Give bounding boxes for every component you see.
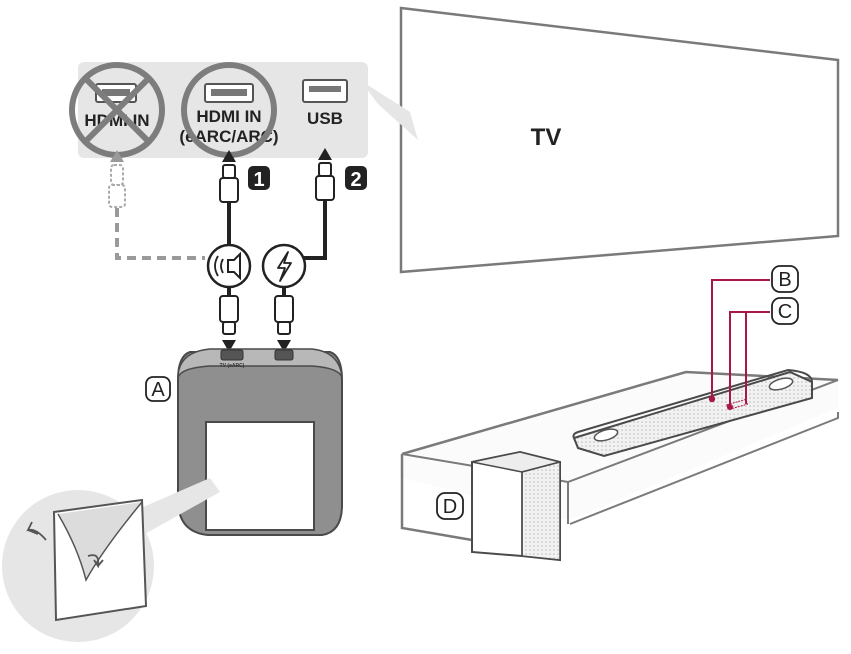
callout-b-label: B <box>778 269 791 291</box>
hdmi-earc-label-line2: (eARC/ARC) <box>179 127 278 146</box>
arrow-down-icon <box>277 340 291 352</box>
peel-arrow-icon <box>26 521 47 541</box>
sticker-peel-magnifier <box>2 478 220 642</box>
callout-c-badge <box>771 297 799 325</box>
incorrect-cable-dashed <box>108 150 205 260</box>
step-2-badge: 2 <box>345 166 367 191</box>
panel-pointer <box>360 80 418 140</box>
power-bolt-icon <box>261 243 307 289</box>
callout-b-badge <box>771 265 799 293</box>
tv-port-panel: HDMI IN HDMI IN (eARC/ARC) USB <box>69 62 418 158</box>
callout-a-label: A <box>151 379 165 401</box>
tv-label: TV <box>531 124 562 151</box>
step-2-number: 2 <box>350 169 361 191</box>
arrow-up-icon <box>222 150 236 162</box>
subwoofer-d: D <box>436 450 561 562</box>
subwoofer-grille <box>521 461 561 561</box>
arrow-up-icon <box>318 148 332 160</box>
callout-a-badge <box>145 376 171 402</box>
arrow-down-icon <box>222 340 236 352</box>
soundbar-speaker-left <box>593 428 619 442</box>
panel-background <box>78 62 368 158</box>
soundbar <box>572 368 813 458</box>
usb-cable <box>261 148 335 352</box>
hdmi-cable <box>206 150 252 352</box>
hdmi-earc-input-icon <box>220 349 244 361</box>
soundbar-speaker-right <box>768 377 794 391</box>
callout-b: B <box>711 265 799 399</box>
callout-c: C <box>727 297 799 410</box>
hdmi-earc-port: HDMI IN (eARC/ARC) <box>179 62 279 158</box>
callout-d-label: D <box>443 496 457 518</box>
step-1-badge: 1 <box>248 166 270 191</box>
tv: TV <box>399 6 840 274</box>
usb-port: USB <box>302 79 348 128</box>
usb-input-icon <box>274 349 294 361</box>
device-a: TV (eARC) A <box>145 348 343 536</box>
usb-label: USB <box>307 109 343 128</box>
cross-line-icon <box>82 75 152 145</box>
peel-arrow-icon <box>87 554 104 569</box>
callout-d-badge <box>436 492 464 520</box>
callout-c-label: C <box>778 301 792 323</box>
sticker-area <box>205 421 315 531</box>
step-1-number: 1 <box>253 169 264 191</box>
peeling-corner <box>57 501 143 583</box>
hdmi-earc-label-line1: HDMI IN <box>196 107 261 126</box>
device-port-label: TV (eARC) <box>220 363 245 369</box>
